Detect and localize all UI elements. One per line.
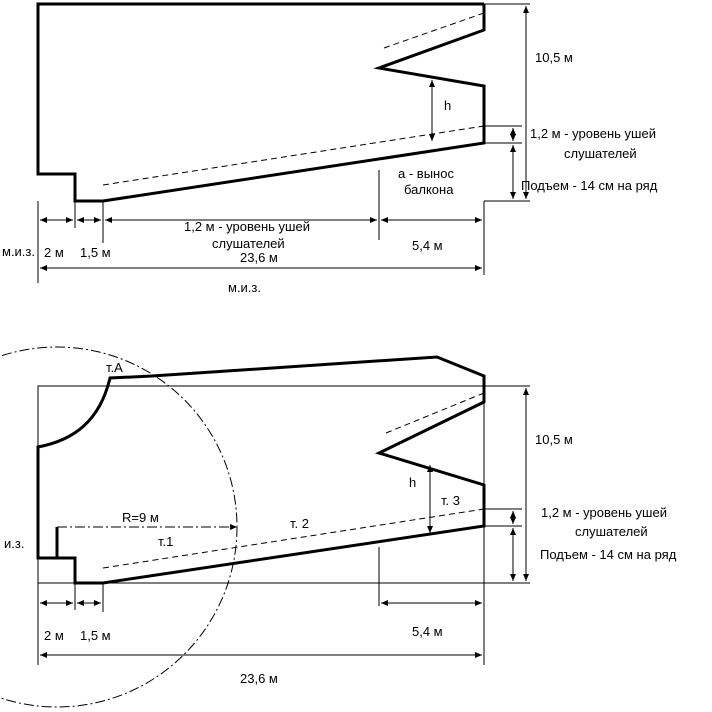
bottom-ear-label-2: слушателей	[575, 524, 648, 539]
top-balcony-label-1: а - вынос	[398, 166, 454, 181]
bottom-ear-level-line	[102, 508, 485, 569]
bottom-hall-outline	[36, 355, 486, 585]
bottom-dim-23-6m-label: 23,6 м	[240, 671, 278, 686]
bottom-diagram: R=9 м т.1 т. 2 т.А и.з. h т. 3 10,5 м 1,…	[0, 346, 677, 708]
bottom-frame	[37, 385, 485, 584]
top-balcony-dashed-line	[383, 12, 485, 49]
bottom-point-2-label: т. 2	[290, 516, 309, 531]
bottom-balcony-dashed-line	[385, 392, 485, 434]
bottom-dim-1-5m-label: 1,5 м	[80, 628, 111, 643]
bottom-radius-label: R=9 м	[122, 510, 159, 525]
top-balcony-label-2: балкона	[404, 182, 454, 197]
bottom-dim-2m-label: 2 м	[44, 628, 64, 643]
top-ear-label-1: 1,2 м - уровень ушей	[530, 126, 656, 141]
top-miz-left-label: м.и.з.	[2, 244, 35, 259]
bottom-rise-label: Подъем - 14 см на ряд	[540, 547, 677, 562]
top-dim-5-4m-label: 5,4 м	[412, 238, 443, 253]
bottom-point-a-label: т.А	[106, 360, 123, 375]
top-dim-23-6m-label: 23,6 м	[240, 250, 278, 265]
top-inner-ear-label-2: слушателей	[212, 236, 285, 251]
bottom-h-label: h	[409, 475, 416, 490]
top-miz-bottom-label: м.и.з.	[228, 280, 261, 295]
top-diagram: h а - вынос балкона 10,5 м 1,2 м - урове…	[2, 2, 658, 295]
bottom-point-3-label: т. 3	[441, 493, 460, 508]
bottom-point-1-label: т.1	[158, 534, 173, 549]
top-rise-label: Подъем - 14 см на ряд	[521, 178, 658, 193]
top-dim-1-5m-label: 1,5 м	[80, 245, 111, 260]
bottom-radius-circle	[0, 346, 238, 708]
top-ear-level-line	[102, 125, 485, 186]
bottom-iz-label: и.з.	[4, 536, 24, 551]
top-h-label: h	[444, 98, 451, 113]
bottom-height-label: 10,5 м	[535, 432, 573, 447]
bottom-ear-label-1: 1,2 м - уровень ушей	[541, 505, 667, 520]
bottom-dim-5-4m-label: 5,4 м	[412, 624, 443, 639]
top-height-label: 10,5 м	[535, 50, 573, 65]
top-dim-2m-label: 2 м	[44, 245, 64, 260]
top-ear-label-2: слушателей	[564, 146, 637, 161]
top-inner-ear-label-1: 1,2 м - уровень ушей	[184, 219, 310, 234]
